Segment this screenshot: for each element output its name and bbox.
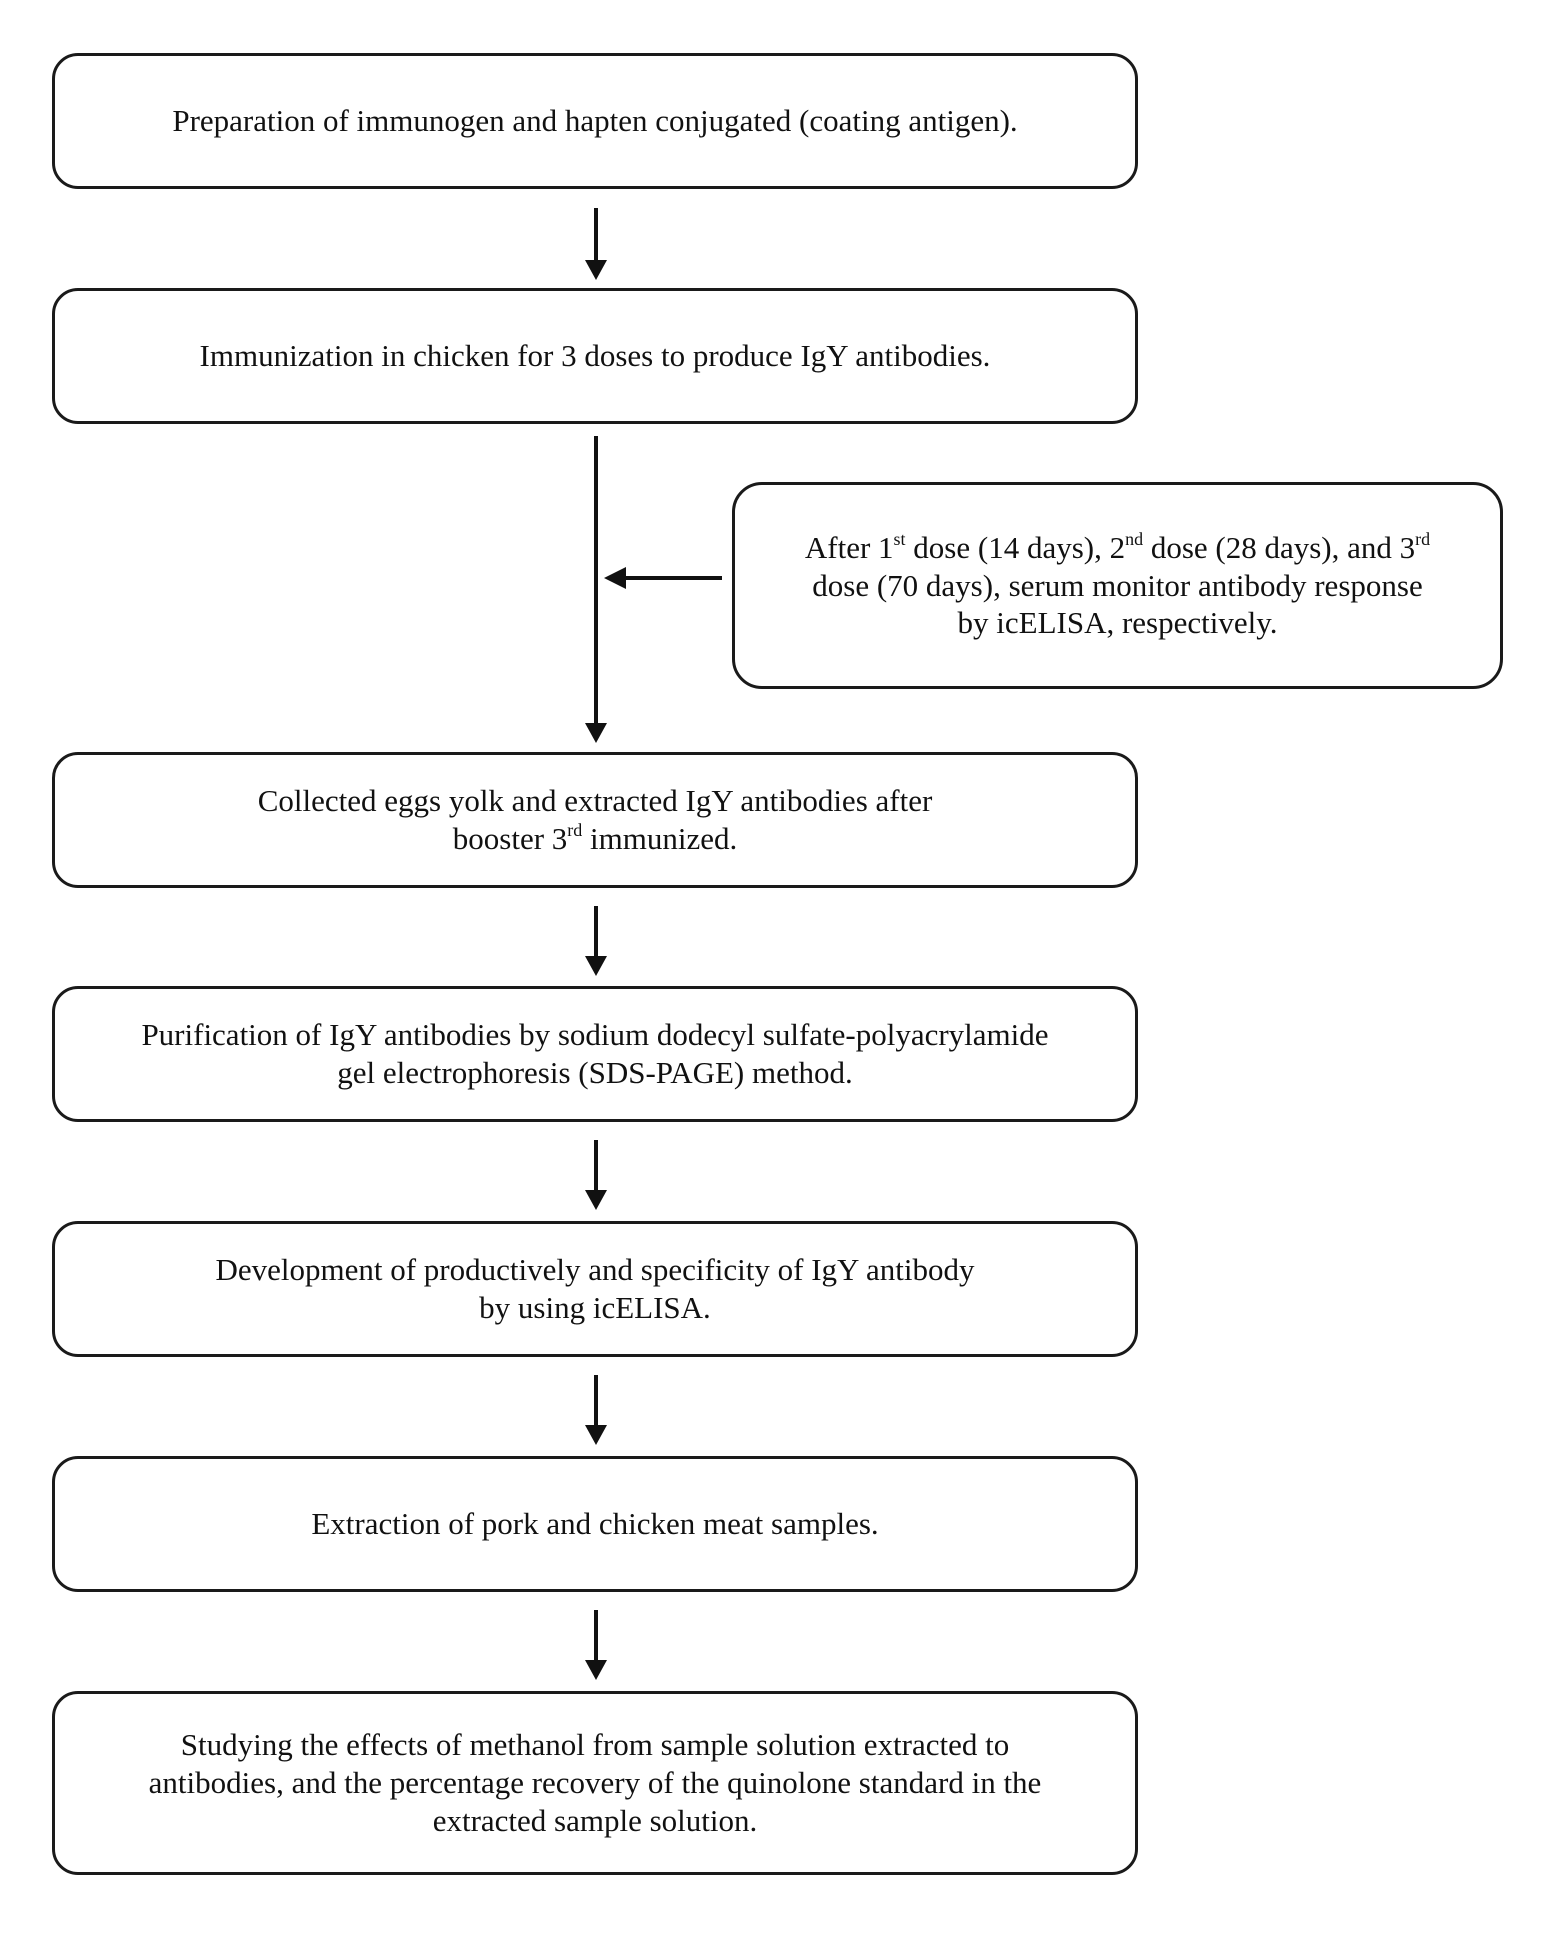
superscript: rd xyxy=(1415,528,1431,549)
step-5-line-2: by using icELISA. xyxy=(479,1290,711,1325)
step-3-line-1: Collected eggs yolk and extracted IgY an… xyxy=(257,783,933,819)
superscript: st xyxy=(893,528,906,549)
arrow-step2-to-step3 xyxy=(585,436,607,743)
step-1-box: Preparation of immunogen and hapten conj… xyxy=(52,53,1138,189)
side-note-fragment: dose (14 days), 2 xyxy=(905,529,1126,565)
superscript: nd xyxy=(1125,528,1144,549)
side-note-fragment: After 1 xyxy=(804,529,894,565)
arrow-step5-to-step6 xyxy=(585,1375,607,1445)
step-7-line-3: extracted sample solution. xyxy=(432,1802,758,1838)
step-3-fragment: immunized. xyxy=(582,821,738,856)
step-3-text: Collected eggs yolk and extracted IgY an… xyxy=(258,782,933,858)
side-note-line-2: dose (70 days), serum monitor antibody r… xyxy=(812,567,1423,603)
step-6-box: Extraction of pork and chicken meat samp… xyxy=(52,1456,1138,1592)
superscript: rd xyxy=(567,820,583,841)
step-7-line-1: Studying the effects of methanol from sa… xyxy=(180,1727,1010,1763)
step-5-box: Development of productively and specific… xyxy=(52,1221,1138,1357)
step-4-line-2: gel electrophoresis (SDS-PAGE) method. xyxy=(337,1055,853,1090)
step-7-box: Studying the effects of methanol from sa… xyxy=(52,1691,1138,1875)
step-2-box: Immunization in chicken for 3 doses to p… xyxy=(52,288,1138,424)
step-7-line-2: antibodies, and the percentage recovery … xyxy=(148,1765,1042,1801)
step-1-text: Preparation of immunogen and hapten conj… xyxy=(172,103,1018,139)
side-note-text: After 1st dose (14 days), 2nd dose (28 d… xyxy=(805,529,1430,642)
arrow-step1-to-step2 xyxy=(585,208,607,280)
step-2-text: Immunization in chicken for 3 doses to p… xyxy=(199,338,991,374)
side-note-box: After 1st dose (14 days), 2nd dose (28 d… xyxy=(732,482,1503,689)
step-6-text: Extraction of pork and chicken meat samp… xyxy=(311,1506,879,1542)
step-5-line-1: Development of productively and specific… xyxy=(215,1252,975,1288)
step-3-fragment: booster 3 xyxy=(452,821,568,856)
arrow-side-note-to-main-line xyxy=(604,567,722,589)
arrow-step3-to-step4 xyxy=(585,906,607,976)
arrow-step4-to-step5 xyxy=(585,1140,607,1210)
step-3-box: Collected eggs yolk and extracted IgY an… xyxy=(52,752,1138,888)
side-note-fragment: dose (28 days), and 3 xyxy=(1143,529,1416,565)
step-7-text: Studying the effects of methanol from sa… xyxy=(149,1726,1042,1839)
side-note-line-1: After 1st dose (14 days), 2nd dose (28 d… xyxy=(805,529,1430,567)
side-note-line-3: by icELISA, respectively. xyxy=(957,605,1278,641)
step-3-line-2: booster 3rd immunized. xyxy=(258,820,933,858)
arrow-step6-to-step7 xyxy=(585,1610,607,1680)
step-4-box: Purification of IgY antibodies by sodium… xyxy=(52,986,1138,1122)
step-4-line-1: Purification of IgY antibodies by sodium… xyxy=(141,1017,1049,1053)
step-5-text: Development of productively and specific… xyxy=(215,1251,974,1327)
step-4-text: Purification of IgY antibodies by sodium… xyxy=(141,1016,1048,1092)
